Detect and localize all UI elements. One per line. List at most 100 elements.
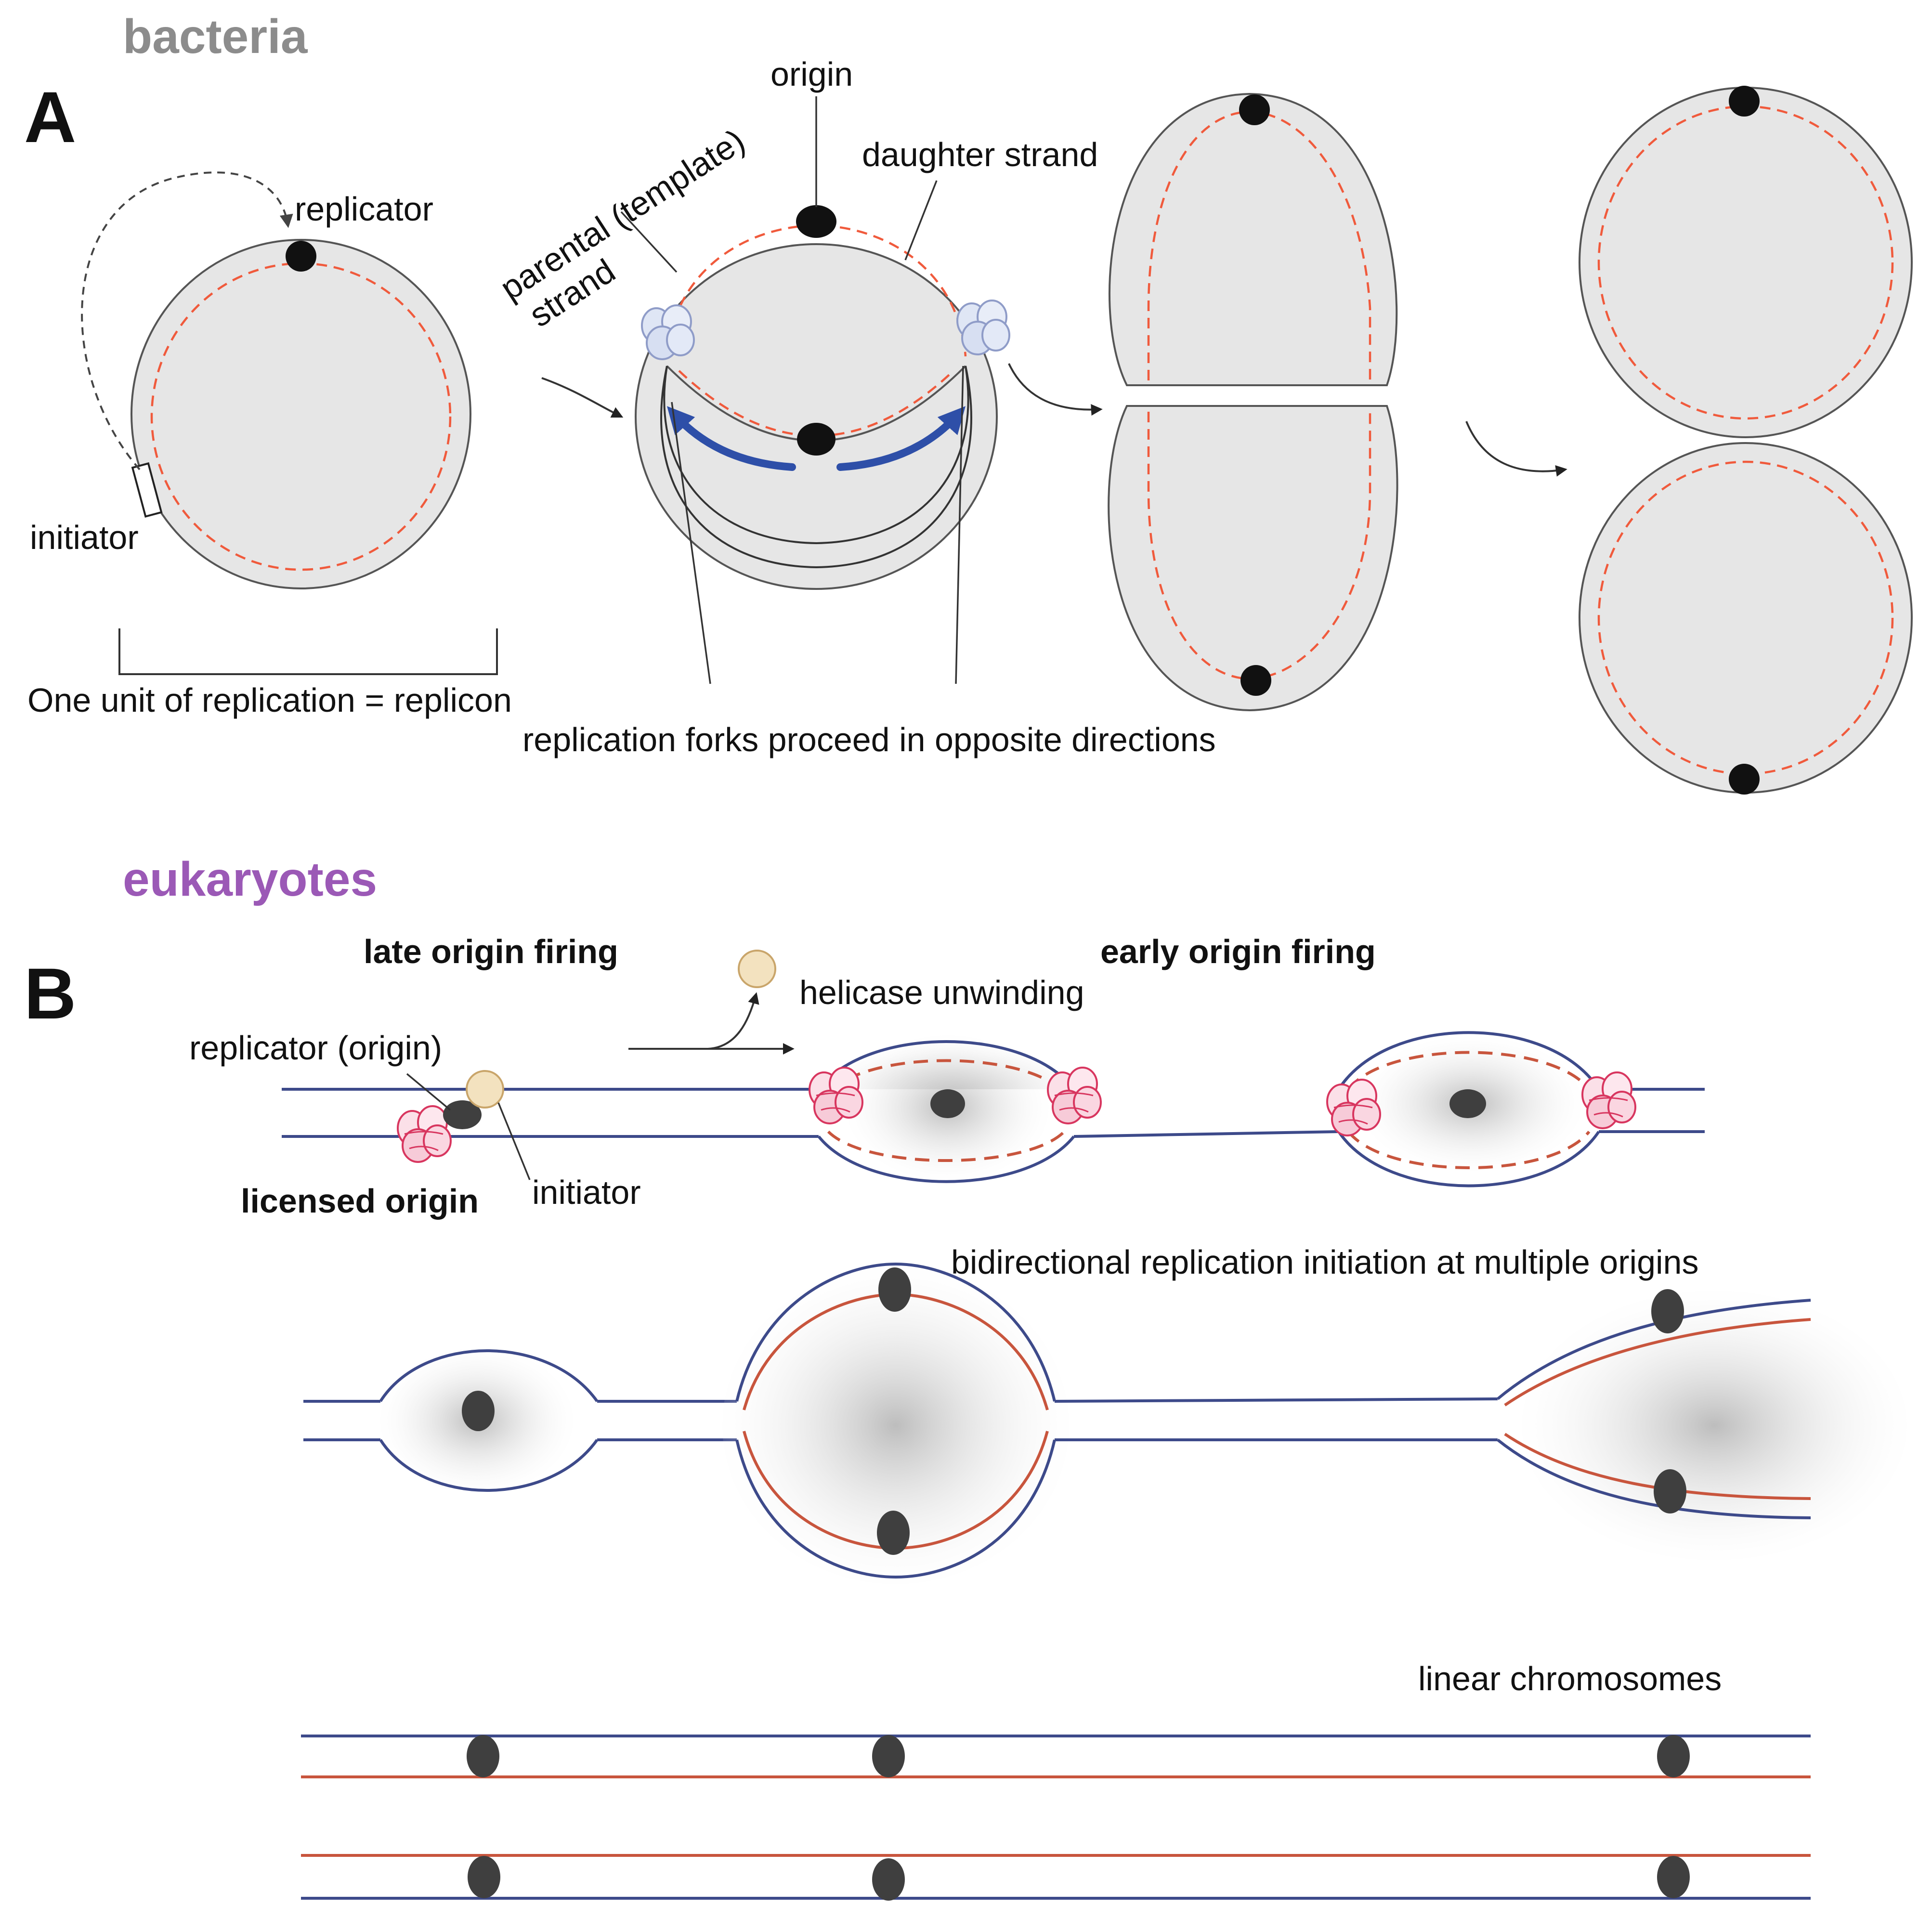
origin-daughter-upper: [1729, 86, 1760, 117]
fork-leader-left: [671, 402, 711, 684]
bubble-2-bottom: [1337, 1131, 1600, 1187]
strand-middle: [1073, 1130, 1339, 1138]
daughter-circle-upper: [1579, 87, 1913, 438]
released-initiator-icon: [738, 950, 776, 988]
initiator-label: initiator: [30, 519, 139, 556]
right-bubble-origin-top: [1651, 1289, 1684, 1333]
replicator-label: replicator: [295, 190, 433, 228]
origin-label: origin: [770, 55, 853, 93]
replicator-origin-label: replicator (origin): [189, 1029, 442, 1067]
replicon-bracket: [118, 628, 498, 675]
mcm-helicase-icon: [397, 1105, 452, 1163]
daughter-circle-lower: [1579, 442, 1913, 794]
row-origin-firing: [282, 950, 1705, 1187]
replicator-leader: [406, 1073, 451, 1111]
late-origin-label: late origin firing: [364, 933, 618, 970]
large-bubble-bottom-template: [735, 1439, 1056, 1579]
panel-b-letter: B: [24, 953, 76, 1034]
right-bubble-bottom-template: [1497, 1438, 1811, 1519]
origin-c1-c: [1657, 1735, 1690, 1777]
transition-arrow-3: [1465, 421, 1567, 477]
parental-leader: [620, 211, 678, 273]
right-bubble-top-template: [1497, 1299, 1811, 1400]
helicase-fork-1-left-icon: [809, 1067, 863, 1124]
origin-daughter-lower: [1729, 764, 1760, 795]
eukaryotes-section-title: eukaryotes: [123, 852, 377, 906]
daughter-chromosomes: [1579, 86, 1913, 795]
small-bubble-origin: [462, 1391, 495, 1431]
daughter-dashed-lower: [678, 370, 954, 437]
daughter-loop-inner: [663, 365, 969, 545]
right-bubble-origin-bottom: [1654, 1469, 1686, 1514]
initiator-box: [131, 462, 163, 518]
bubble-2-new-bottom: [1347, 1131, 1591, 1169]
helicase-right-icon: [956, 300, 1010, 355]
replicator-origin-dot: [443, 1100, 482, 1129]
origin-top: [796, 205, 836, 238]
bubble-2-new-top: [1347, 1051, 1591, 1090]
origin-c1-a: [467, 1735, 499, 1777]
right-bubble-fill: [1522, 1291, 1907, 1560]
helicase-fork-2-right-icon: [1581, 1071, 1636, 1129]
origin-c2-b: [872, 1858, 905, 1901]
helicase-fork-1-right-icon: [1047, 1067, 1102, 1124]
origin-c2-c: [1657, 1856, 1690, 1898]
panel-a-letter: A: [24, 77, 76, 157]
origin-replicated: [797, 423, 835, 456]
lower-lobe: [1108, 405, 1398, 712]
bubble-1-bottom: [817, 1135, 1075, 1183]
daughter-leader: [904, 180, 938, 261]
daughter-loop-outer: [660, 365, 972, 569]
origin-upper: [1239, 94, 1270, 125]
forks-label: replication forks proceed in opposite di…: [522, 721, 1216, 758]
origin-bubble-1: [930, 1089, 965, 1118]
chromosome-circle: [131, 239, 471, 589]
transition-arrow-2: [1008, 363, 1103, 416]
large-bubble-top-template: [735, 1262, 1056, 1402]
replicon-label: One unit of replication = replicon: [27, 681, 512, 719]
parental-dashed-upper: [666, 224, 967, 357]
transition-arrow-1: [541, 377, 624, 418]
large-bubble-origin-bottom: [877, 1511, 910, 1555]
daughter-strand-label: daughter strand: [862, 136, 1098, 173]
large-bubble-origin-top: [878, 1267, 911, 1312]
bidirectional-label: bidirectional replication initiation at …: [951, 1243, 1698, 1281]
linear-chromosomes-label: linear chromosomes: [1418, 1660, 1722, 1697]
initiator-b-label: initiator: [532, 1174, 641, 1211]
fork-leader-right: [955, 365, 964, 684]
small-bubble-bottom: [379, 1439, 599, 1492]
row2-strand-5: [1054, 1397, 1498, 1403]
initiator-release-arrow: [707, 992, 759, 1050]
large-bubble-fill: [722, 1266, 1069, 1584]
helicase-fork-2-left-icon: [1326, 1079, 1381, 1136]
helicase-unwinding-label: helicase unwinding: [799, 974, 1084, 1011]
bacterial-chromosome-1: [81, 171, 471, 589]
right-bubble-top-new: [1504, 1318, 1811, 1407]
row-linear-chromosomes: [301, 1735, 1811, 1901]
origin-c1-b: [872, 1735, 905, 1777]
origin-lower: [1240, 665, 1271, 696]
origin-bubble-2: [1449, 1089, 1486, 1118]
fork-arrow-left: [667, 406, 796, 471]
initiator-binding-arrow: [81, 171, 293, 470]
origin-c2-a: [468, 1856, 500, 1898]
fork-arrow-right: [836, 406, 966, 471]
bubble-1-top: [817, 1040, 1075, 1090]
daughter-dashed-lower: [1597, 460, 1894, 775]
row-bidirectional: [303, 1262, 1907, 1584]
bacterial-chromosome-dividing: [1108, 92, 1398, 712]
small-bubble-top: [379, 1349, 599, 1402]
right-bubble-bottom-new: [1504, 1433, 1811, 1500]
bubble-1-new-bottom: [827, 1130, 1066, 1162]
early-origin-label: early origin firing: [1100, 933, 1376, 970]
initiator-icon: [466, 1070, 504, 1109]
replicator-site: [286, 241, 316, 272]
bacteria-section-title: bacteria: [123, 10, 308, 64]
licensed-origin-label: licensed origin: [241, 1182, 479, 1220]
upper-lobe: [1108, 92, 1398, 386]
initiator-leader: [497, 1102, 531, 1180]
bubble-2-top: [1337, 1031, 1600, 1090]
helicase-left-icon: [641, 304, 695, 360]
bacterial-chromosome-replicating: [635, 205, 1010, 590]
